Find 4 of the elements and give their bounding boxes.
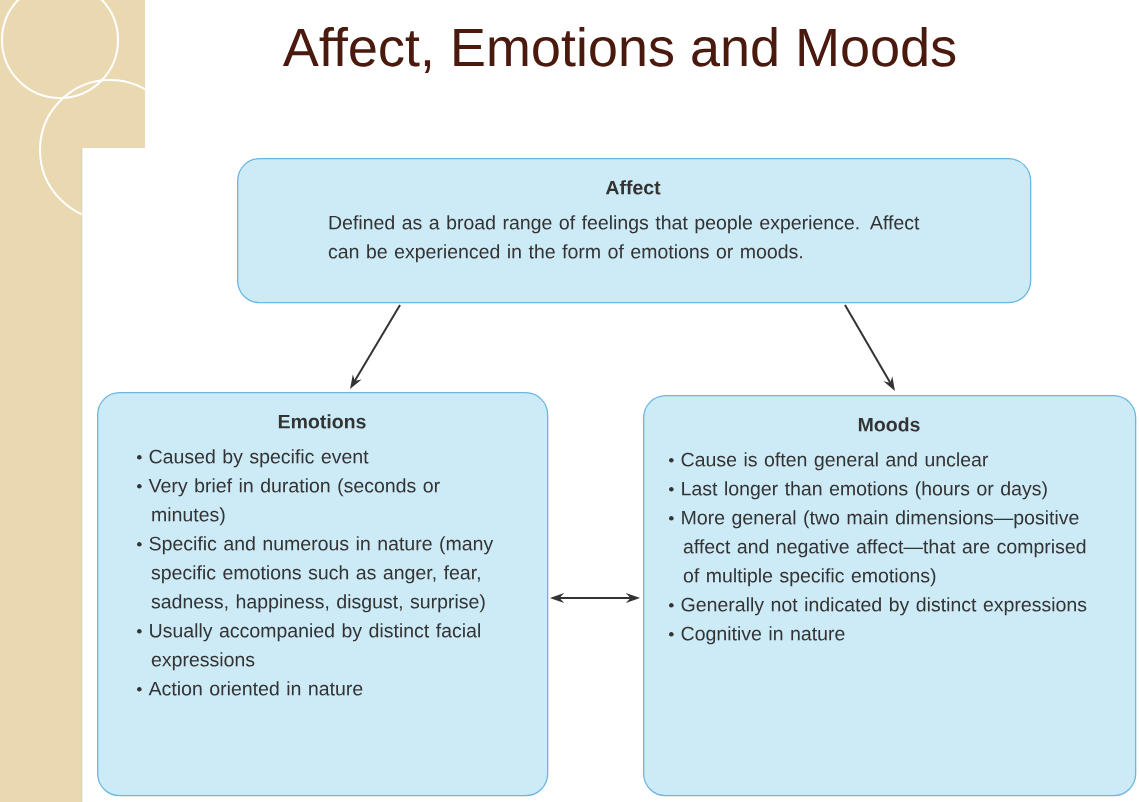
box: Emotions Caused by specific event Very brief in duration (seconds or minutes) Specific and numerous in nature (many specific emotions such as anger, fear, sadness, happiness, disgust, surprise) Usually accompanied by distinct facial expressions Action oriented in nature — [97, 392, 549, 797]
box: Moods Cause is often general and unclear Last longer than emotions (hours or days) More general (two main dimensions—positive affect and negative affect—that are comprised of multiple specific emotions) Generally not indicated by distinct expressions Cognitive in nature — [643, 395, 1137, 797]
title: Affect, Emotions and Moods — [282, 27, 956, 73]
box: Affect Defined as a broad range of feelings that people experience. Affect can be experienced in the form of emotions or moods. — [237, 158, 1032, 304]
